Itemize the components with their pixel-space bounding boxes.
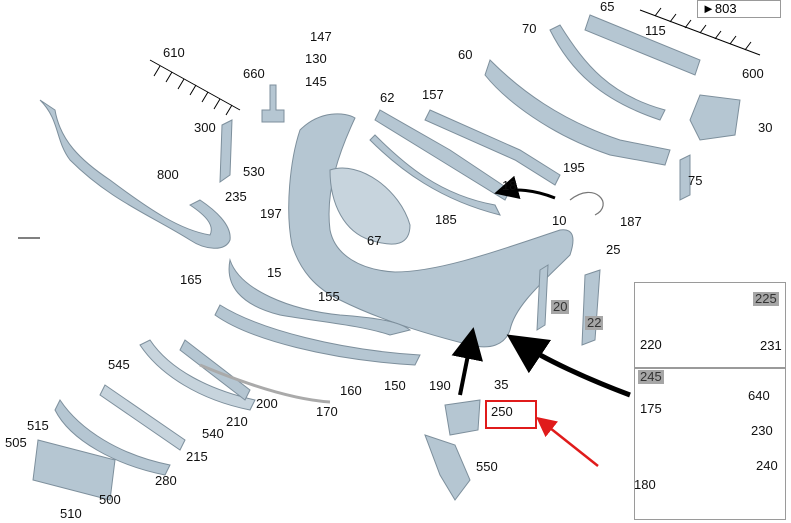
- callout-550[interactable]: 550: [476, 459, 498, 474]
- part-75: [679, 154, 691, 201]
- part-165: [228, 258, 412, 336]
- callout-62[interactable]: 62: [380, 90, 395, 105]
- callout-220[interactable]: 220: [640, 337, 662, 352]
- part-157: [374, 109, 511, 201]
- callout-180[interactable]: 180: [634, 477, 656, 492]
- callout-150[interactable]: 150: [384, 378, 406, 393]
- callout-18[interactable]: 18: [502, 178, 517, 193]
- part-20: [536, 264, 549, 331]
- part-500: [32, 439, 116, 501]
- callout-505[interactable]: 505: [5, 435, 27, 450]
- callout-231[interactable]: 231: [760, 338, 782, 353]
- callout-510[interactable]: 510: [60, 506, 82, 521]
- callout-515[interactable]: 515: [27, 418, 49, 433]
- callout-160[interactable]: 160: [340, 383, 362, 398]
- inset-panel-bottom: [634, 368, 786, 520]
- callout-280[interactable]: 280: [155, 473, 177, 488]
- part-195: [424, 109, 561, 186]
- callout-230[interactable]: 230: [751, 423, 773, 438]
- callout-145[interactable]: 145: [305, 74, 327, 89]
- callout-225[interactable]: 225: [753, 291, 779, 306]
- callout-75[interactable]: 75: [688, 173, 703, 188]
- callout-530[interactable]: 530: [243, 164, 265, 179]
- part-280: [54, 399, 171, 476]
- part-30: [689, 94, 741, 141]
- callout-65[interactable]: 65: [600, 0, 615, 14]
- part-67-grille: [329, 167, 411, 245]
- part-660: [261, 84, 285, 123]
- part-550: [424, 434, 471, 501]
- callout-115[interactable]: 115: [645, 23, 666, 38]
- callout-170[interactable]: 170: [316, 404, 338, 419]
- callout-30[interactable]: 30: [758, 120, 773, 135]
- callout-35[interactable]: 35: [494, 377, 509, 392]
- callout-60[interactable]: 60: [458, 47, 473, 62]
- part-22: [581, 269, 601, 346]
- callout-245[interactable]: 245: [638, 369, 664, 384]
- callout-22[interactable]: 22: [585, 315, 604, 330]
- callout-70[interactable]: 70: [522, 21, 537, 36]
- callout-15[interactable]: 15: [267, 265, 282, 280]
- part-60: [484, 59, 671, 166]
- callout-155[interactable]: 155: [318, 289, 340, 304]
- callout-545[interactable]: 545: [108, 357, 130, 372]
- part-800: [39, 99, 231, 249]
- callout-20[interactable]: 20: [551, 299, 570, 314]
- callout-200[interactable]: 200: [256, 396, 278, 411]
- callout-187[interactable]: 187: [620, 214, 642, 229]
- callout-25[interactable]: 25: [606, 242, 621, 257]
- part-70: [549, 24, 666, 121]
- callout-600[interactable]: 600: [742, 66, 764, 81]
- callout-500[interactable]: 500: [99, 492, 121, 507]
- callout-660[interactable]: 660: [243, 66, 265, 81]
- callout-190[interactable]: 190: [429, 378, 451, 393]
- callout-197[interactable]: 197: [260, 206, 282, 221]
- part-115: [584, 14, 701, 76]
- callout-235[interactable]: 235: [225, 189, 247, 204]
- part-215: [99, 384, 186, 451]
- callout-157[interactable]: 157: [422, 87, 444, 102]
- part-bumper-cover: [288, 113, 574, 348]
- callout-147[interactable]: 147: [310, 29, 332, 44]
- callout-610[interactable]: 610: [163, 45, 185, 60]
- callout-215[interactable]: 215: [186, 449, 208, 464]
- callout-165[interactable]: 165: [180, 272, 202, 287]
- arrow-right-icon: ►: [702, 1, 715, 16]
- callout-540[interactable]: 540: [202, 426, 224, 441]
- reference-803[interactable]: ►803: [697, 0, 781, 18]
- highlight-box-250: [485, 400, 537, 429]
- callout-210[interactable]: 210: [226, 414, 248, 429]
- callout-300[interactable]: 300: [194, 120, 216, 135]
- part-185: [369, 134, 501, 216]
- callout-67[interactable]: 67: [367, 233, 382, 248]
- callout-185[interactable]: 185: [435, 212, 457, 227]
- callout-130[interactable]: 130: [305, 51, 327, 66]
- part-150: [214, 304, 421, 366]
- part-545: [139, 339, 256, 411]
- callout-10[interactable]: 10: [552, 213, 567, 228]
- callout-640[interactable]: 640: [748, 388, 770, 403]
- callout-175[interactable]: 175: [640, 401, 662, 416]
- callout-800[interactable]: 800: [157, 167, 179, 182]
- callout-250[interactable]: 250: [491, 404, 513, 419]
- callout-240[interactable]: 240: [756, 458, 778, 473]
- part-175: [444, 399, 481, 436]
- reference-803-label: 803: [714, 1, 737, 16]
- callout-195[interactable]: 195: [563, 160, 585, 175]
- part-300: [219, 119, 233, 183]
